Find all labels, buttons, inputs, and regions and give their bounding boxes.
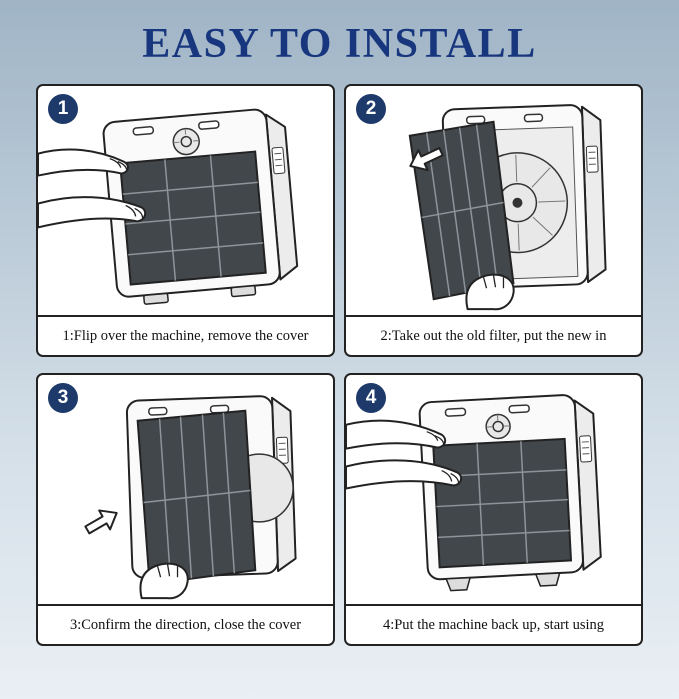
machine-foot: [536, 573, 561, 586]
control-panel: [579, 436, 591, 462]
step-number-badge: 1: [48, 94, 78, 124]
filter-removal-illustration: [346, 86, 641, 315]
handle-slot: [467, 116, 485, 124]
control-panel: [272, 147, 285, 174]
step-number-badge: 4: [356, 383, 386, 413]
machine-foot: [144, 293, 169, 304]
arrow-in-icon: [82, 503, 122, 539]
step-number-badge: 3: [48, 383, 78, 413]
step-1-illustration: [38, 86, 333, 315]
handle-slot: [199, 121, 219, 130]
step-caption: 4:Put the machine back up, start using: [346, 604, 641, 644]
step-caption: 1:Flip over the machine, remove the cove…: [38, 315, 333, 355]
page-title: EASY TO INSTALL: [0, 20, 679, 68]
filter-insert-illustration: [38, 375, 333, 604]
control-panel: [586, 146, 598, 172]
handle-slot: [445, 408, 465, 416]
steps-grid: 1: [0, 84, 679, 646]
step-3-illustration: [38, 375, 333, 604]
step-panel-1: 1: [36, 84, 335, 357]
step-panel-3: 3: [36, 373, 335, 646]
machine-upright-illustration: [346, 375, 641, 604]
step-caption: 3:Confirm the direction, close the cover: [38, 604, 333, 644]
machine-foot: [446, 578, 471, 591]
step-caption: 2:Take out the old filter, put the new i…: [346, 315, 641, 355]
step-2-illustration: [346, 86, 641, 315]
handle-slot: [524, 114, 542, 122]
filter-panel: [138, 411, 256, 584]
step-number-badge: 2: [356, 94, 386, 124]
handle-slot: [149, 407, 167, 415]
step-panel-2: 2: [344, 84, 643, 357]
handle-slot: [133, 126, 153, 135]
machine-foot: [231, 286, 256, 297]
handle-slot: [509, 405, 529, 413]
machine-flipped-illustration: [38, 86, 333, 315]
step-4-illustration: [346, 375, 641, 604]
step-panel-4: 4: [344, 373, 643, 646]
